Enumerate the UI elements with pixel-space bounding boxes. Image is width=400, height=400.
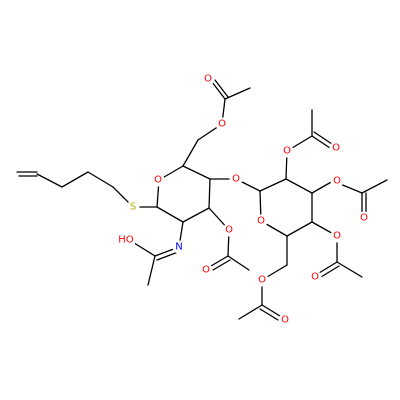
atom-label: O: [232, 174, 240, 185]
atom-label: N: [175, 242, 182, 253]
bond: [156, 251, 179, 261]
atom-o-6ac1-co: O: [201, 72, 215, 86]
atom-o-ring1: O: [151, 173, 165, 187]
atom-o-2ac2: O: [280, 144, 294, 158]
atom-o-4ac2-co: O: [308, 270, 322, 284]
bond: [313, 131, 333, 145]
atom-label: O: [154, 175, 162, 186]
atom-s-thio: S: [126, 200, 140, 214]
atom-label: HO: [118, 235, 134, 246]
bond: [211, 81, 226, 100]
atom-o-6ac2: O: [255, 273, 269, 287]
bond: [36, 173, 63, 188]
atom-oh-imine: HO: [115, 234, 135, 247]
atom-label: O: [281, 315, 289, 326]
bond: [208, 178, 211, 209]
atom-o-3ac2-co: O: [357, 211, 371, 225]
bond: [87, 171, 114, 188]
atom-o-4ac2: O: [330, 229, 344, 243]
bond: [212, 259, 231, 271]
bond-layer: [16, 79, 388, 321]
bond: [182, 207, 210, 223]
atom-o-ring2: O: [254, 214, 268, 228]
atom-label: S: [130, 202, 136, 213]
atom-label: O: [333, 231, 341, 242]
bond: [311, 180, 334, 194]
bond: [182, 139, 199, 167]
bond: [311, 135, 331, 149]
atom-o-6ac2-co: O: [278, 313, 292, 327]
bond: [259, 308, 279, 321]
bond: [210, 255, 229, 267]
atom-n-imine: N: [172, 240, 186, 254]
atom-label: O: [225, 225, 233, 236]
bond: [227, 255, 250, 271]
bond: [182, 165, 211, 180]
atom-label: O: [218, 119, 226, 130]
atom-label: O: [204, 74, 212, 85]
bond: [224, 87, 251, 100]
atom-o-3ac1-co: O: [199, 263, 213, 277]
atom-o-6ac1: O: [215, 117, 229, 131]
atom-o-3ac1: O: [222, 223, 236, 237]
atom-label-layer: O O O O O O O O: [115, 72, 371, 327]
atom-label: O: [332, 143, 340, 154]
bond: [259, 178, 287, 192]
bond: [156, 206, 184, 223]
atom-label: O: [202, 265, 210, 276]
atom-label: O: [258, 275, 266, 286]
bond: [336, 261, 363, 278]
bond: [238, 304, 263, 320]
atom-o-glyco: O: [229, 172, 243, 186]
bond: [261, 304, 281, 317]
bond: [286, 221, 313, 237]
bond: [285, 178, 313, 194]
bond: [318, 261, 338, 274]
bond: [147, 255, 156, 286]
atom-o-2ac2-co: O: [329, 141, 343, 155]
bond: [61, 171, 89, 188]
bond: [361, 179, 388, 194]
atom-label: O: [333, 176, 341, 187]
atom-label: O: [283, 146, 291, 157]
atom-label: O: [257, 216, 265, 227]
atom-o-3ac2: O: [330, 174, 344, 188]
atom-label: O: [311, 272, 319, 283]
bond: [214, 79, 229, 98]
bond: [320, 265, 340, 278]
atom-label: O: [360, 213, 368, 224]
